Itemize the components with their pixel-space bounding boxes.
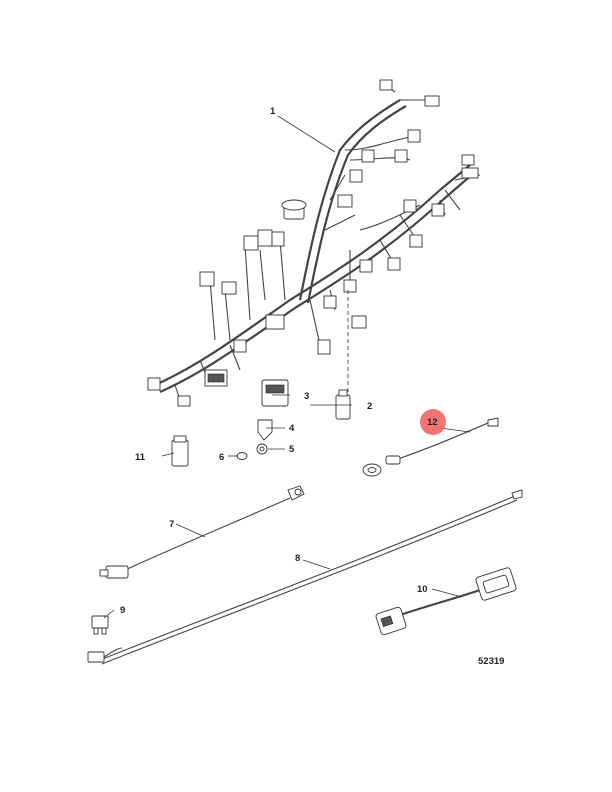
figure-number: 52319 — [478, 656, 504, 667]
callout-12: 12 — [427, 417, 438, 428]
part-7-cable — [99, 485, 305, 579]
part-3-relay — [261, 379, 289, 407]
part-4-bracket — [257, 419, 273, 441]
part-11-connector — [171, 435, 189, 467]
callout-9: 9 — [120, 605, 125, 616]
callout-6: 6 — [219, 452, 224, 463]
callout-2: 2 — [367, 401, 372, 412]
part-5-grommet — [256, 443, 268, 455]
callout-3: 3 — [304, 391, 309, 402]
main-wiring-harness — [147, 79, 481, 407]
callout-10: 10 — [417, 584, 428, 595]
callout-7: 7 — [169, 519, 174, 530]
callout-1: 1 — [270, 106, 276, 117]
callout-5: 5 — [289, 444, 295, 455]
part-8-cable — [87, 489, 523, 665]
part-9-fuse — [91, 615, 109, 635]
part-10-extension-harness — [375, 567, 517, 636]
part-12-ground-cable — [362, 417, 499, 477]
callout-8: 8 — [295, 553, 300, 564]
callout-11: 11 — [135, 452, 146, 463]
callout-4: 4 — [289, 423, 295, 434]
leader-lines — [103, 115, 471, 619]
part-6-plug — [236, 452, 248, 460]
part-2-connector — [335, 389, 351, 420]
callout-labels: 1 2 3 4 5 6 7 8 9 10 11 12 52319 — [120, 106, 504, 667]
callout-highlight-12 — [420, 409, 446, 435]
